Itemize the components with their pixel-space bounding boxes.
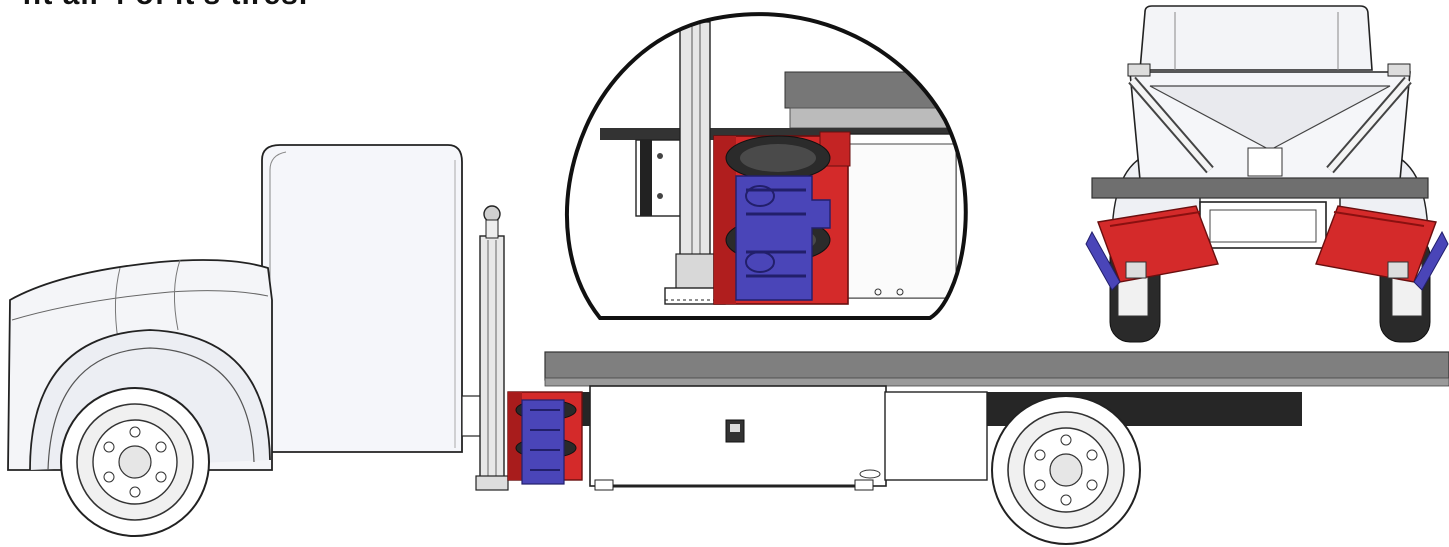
truck-rear-view: [1085, 5, 1449, 343]
diagram-caption: fit all 4 of it's tires.: [22, 0, 308, 12]
flatbed-deck: [544, 351, 1449, 387]
rear-right-tire-carrier: [1315, 205, 1449, 291]
spare-tire-carrier: [507, 391, 583, 485]
lift-post: [461, 205, 509, 491]
rear-left-tire-carrier: [1085, 205, 1219, 291]
truck-side-view: [7, 144, 1449, 545]
toolbox: [589, 385, 988, 491]
truck-cab: [257, 144, 463, 453]
rear-wheel: [991, 395, 1160, 545]
carrier-detail-view: [565, 12, 968, 320]
front-wheel: [60, 387, 210, 537]
